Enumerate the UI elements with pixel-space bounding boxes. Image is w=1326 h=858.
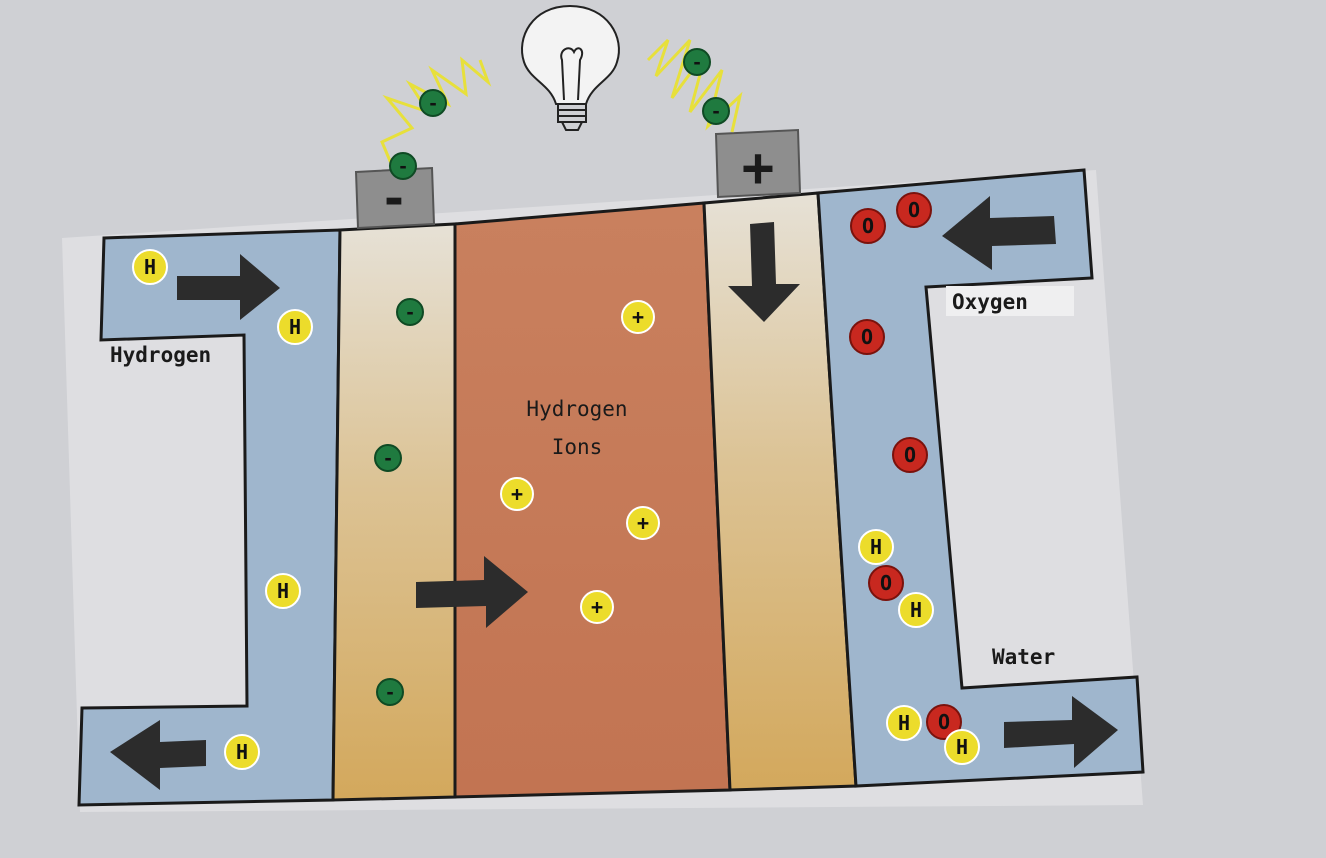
electron-symbol: - [385,682,396,703]
proton: + [580,590,614,624]
electron: - [683,48,711,76]
hydrogen-atom-symbol: H [144,255,156,279]
arrow-hydrogen-in [177,254,280,320]
hydrogen-atom: H [944,729,980,765]
hydrogen-atom-circle [132,249,168,285]
hydrogen-atom-symbol: H [870,535,882,559]
oxygen-atom: O [868,565,904,601]
proton-symbol: + [637,511,649,535]
electron: - [376,678,404,706]
electron-symbol: - [405,302,416,323]
hydrogen-atom-circle [944,729,980,765]
hydrogen-atom: H [132,249,168,285]
proton-circle [626,506,660,540]
oxygen-atom-symbol: O [880,571,892,595]
oxygen-atom: O [892,437,928,473]
oxygen-label: Oxygen [952,290,1028,314]
electron: - [389,152,417,180]
hydrogen-atom: H [224,734,260,770]
electron-circle [376,678,404,706]
hydrogen-atom-symbol: H [277,579,289,603]
proton: + [500,477,534,511]
hydrogen-atom: H [277,309,313,345]
electron-symbol: - [711,101,722,122]
oxygen-atom-symbol: O [938,710,950,734]
oxygen-atom-circle [850,208,886,244]
hydrogen-atom-symbol: H [910,598,922,622]
hydrogen-atom-circle [224,734,260,770]
oxygen-label-bg [946,286,1074,316]
oxygen-atom: O [849,319,885,355]
electron-circle [419,89,447,117]
hydrogen-label: Hydrogen [110,343,211,367]
oxygen-channel [816,168,1145,788]
electron-circle [683,48,711,76]
hydrogen-atom-circle [886,705,922,741]
electron-circle [389,152,417,180]
arrow-oxygen-in [942,196,1056,270]
anode-electrode [331,222,457,802]
electron-symbol: - [692,52,703,73]
oxygen-atom-symbol: O [908,198,920,222]
proton-circle [621,300,655,334]
negative-terminal-sign: - [380,171,409,227]
oxygen-atom-circle [868,565,904,601]
proton-symbol: + [511,482,523,506]
arrow-electron-down [728,222,800,322]
electron: - [702,97,730,125]
negative-terminal: - [354,166,436,230]
hydrogen-atom: H [858,529,894,565]
electrolyte-membrane [453,201,732,799]
hydrogen-atom-circle [898,592,934,628]
ions-label-line1: Hydrogen [526,397,627,421]
hydrogen-atom-circle [858,529,894,565]
electron: - [374,444,402,472]
oxygen-atom: O [896,192,932,228]
oxygen-atom-circle [926,704,962,740]
arrow-hydrogen-out [110,720,206,790]
proton-circle [500,477,534,511]
oxygen-atom-symbol: O [904,443,916,467]
oxygen-atom-circle [849,319,885,355]
oxygen-atom-symbol: O [861,325,873,349]
arrow-ion-flow [416,556,528,628]
hydrogen-atom: H [886,705,922,741]
hydrogen-atom-symbol: H [898,711,910,735]
hydrogen-atom-circle [265,573,301,609]
oxygen-atom: O [850,208,886,244]
ions-label-line2: Ions [552,435,603,459]
proton-symbol: + [591,595,603,619]
electron-symbol: - [398,156,409,177]
electron-symbol: - [428,93,439,114]
positive-terminal-sign: + [742,136,775,199]
arrows [110,196,1118,790]
arrow-water-out [1004,696,1118,768]
light-bulb-icon [521,4,620,131]
oxygen-atom-circle [892,437,928,473]
hydrogen-atom-circle [277,309,313,345]
hydrogen-atom: H [898,592,934,628]
oxygen-atom-circle [896,192,932,228]
proton: + [621,300,655,334]
electron-circle [374,444,402,472]
proton-circle [580,590,614,624]
proton-symbol: + [632,305,644,329]
oxygen-atom: O [926,704,962,740]
positive-terminal: + [714,128,802,199]
proton: + [626,506,660,540]
hydrogen-atom: H [265,573,301,609]
electron-symbol: - [383,448,394,469]
electron: - [396,298,424,326]
water-label: Water [992,645,1055,669]
electron-circle [396,298,424,326]
hydrogen-atom-symbol: H [956,735,968,759]
hydrogen-atom-symbol: H [289,315,301,339]
oxygen-atom-symbol: O [862,214,874,238]
electron-circle [702,97,730,125]
electron: - [419,89,447,117]
hydrogen-atom-symbol: H [236,740,248,764]
